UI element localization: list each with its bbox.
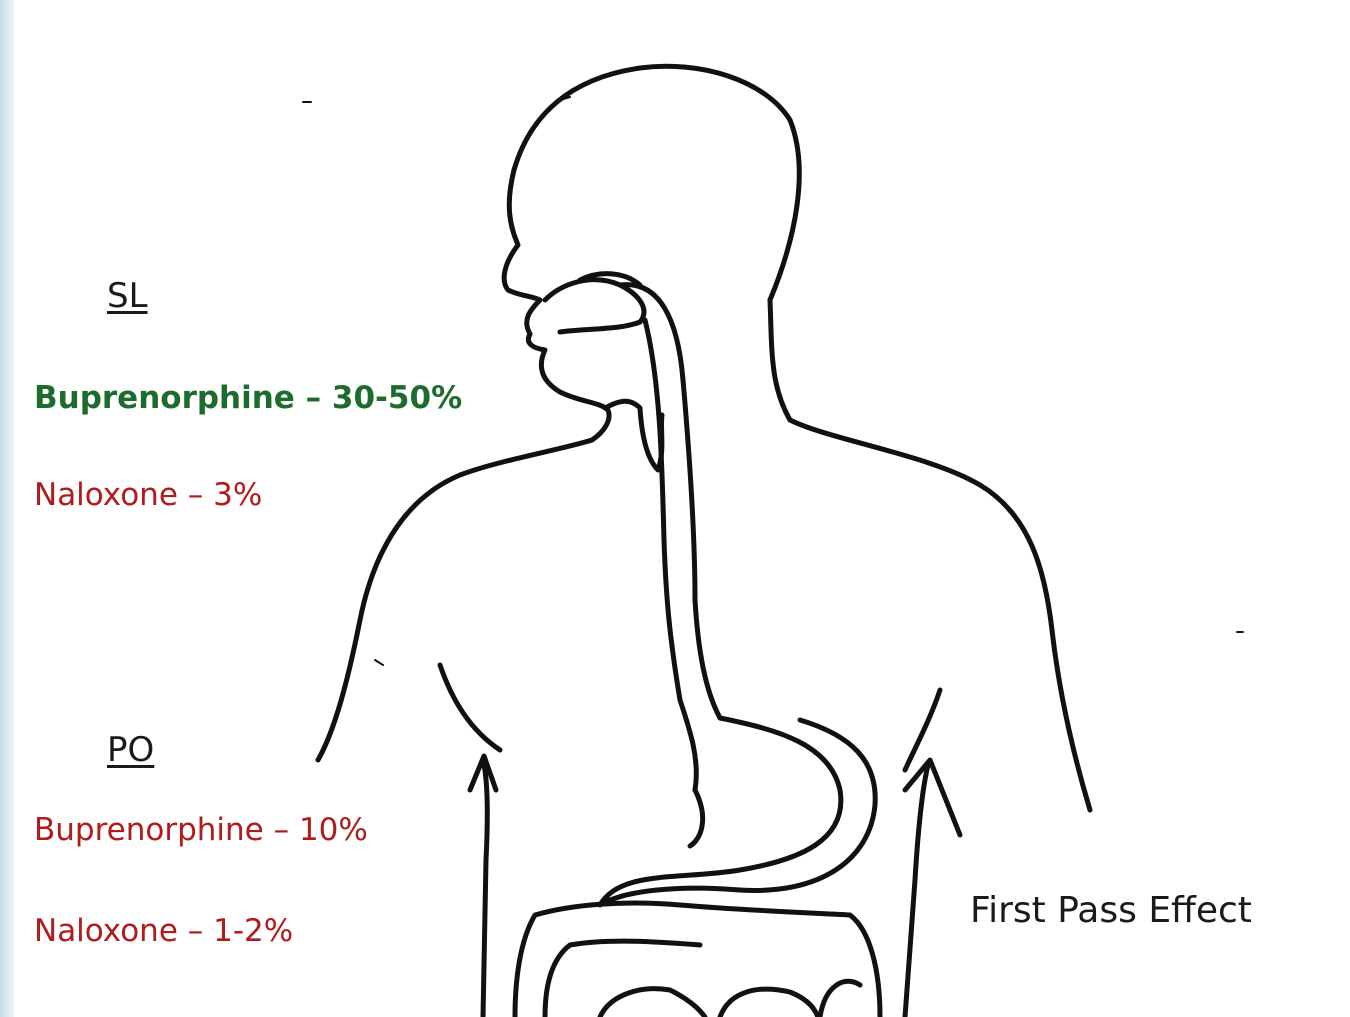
- right-first-pass-arrow: [905, 765, 928, 1017]
- right-shoulder-outline: [770, 300, 1090, 810]
- stomach: [600, 718, 875, 905]
- intestines: [515, 903, 880, 1017]
- po-naloxone-label: Naloxone – 1-2%: [34, 916, 293, 947]
- po-buprenorphine-label: Buprenorphine – 10%: [34, 815, 368, 846]
- esophagus-left-wall: [645, 320, 696, 790]
- left-first-pass-arrow: [483, 760, 487, 1017]
- mouth-cavity: [545, 280, 644, 332]
- sl-route-heading: SL: [107, 279, 148, 313]
- left-ribcage-line: [440, 665, 500, 750]
- po-route-heading: PO: [107, 733, 154, 767]
- trachea: [605, 401, 662, 470]
- right-ribcage-line: [905, 690, 940, 770]
- left-shoulder-outline: [318, 440, 592, 760]
- head-outline: [504, 66, 799, 440]
- esophagus-right-wall: [620, 285, 720, 718]
- sl-naloxone-label: Naloxone – 3%: [34, 480, 262, 511]
- right-arrow-head: [905, 760, 960, 835]
- first-pass-effect-label: First Pass Effect: [970, 893, 1252, 929]
- sl-buprenorphine-label: Buprenorphine – 30-50%: [34, 383, 462, 414]
